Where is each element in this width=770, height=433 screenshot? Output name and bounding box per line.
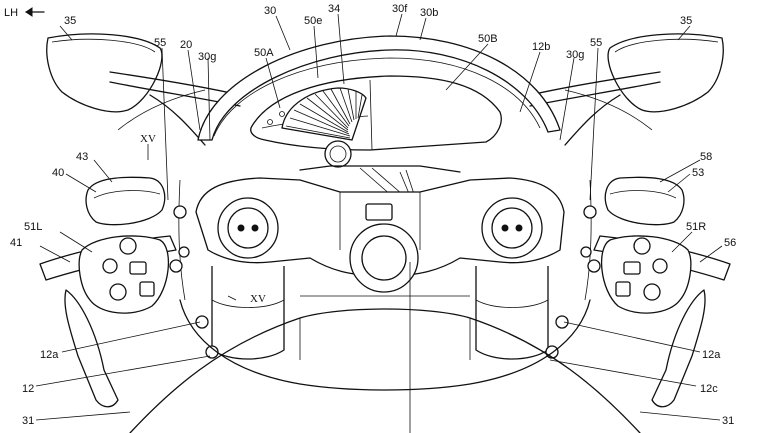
label-grip-left: 41: [10, 237, 22, 249]
steering-lock-slot: [365, 203, 393, 221]
meter-assembly: [250, 75, 502, 168]
label-frame: 20: [180, 39, 192, 51]
right-handlebar: [580, 176, 731, 408]
label-stay-right: 55: [590, 37, 602, 49]
label-cowl-left: 31: [22, 415, 34, 427]
label-reservoir-left: 40: [52, 167, 64, 179]
label-section-xv-upper: XV: [140, 133, 156, 145]
left-handlebar: [39, 176, 190, 408]
label-meter-50a: 50A: [254, 47, 274, 59]
left-brake-reservoir: [85, 176, 166, 226]
left-arrow-icon: [25, 7, 45, 17]
reference-labels: 35 35 30 50e 34 30f 30b 55 20 30g 50A 50…: [10, 3, 736, 427]
fork-tubes: [195, 266, 569, 360]
label-cowl-right: 31: [722, 415, 734, 427]
direction-label: LH: [4, 7, 18, 19]
label-switch-left: 51L: [24, 221, 42, 233]
label-fork-left: 12a: [40, 349, 59, 361]
label-grip-right: 56: [724, 237, 736, 249]
windscreen: [197, 35, 561, 141]
label-bridge-12b: 12b: [532, 41, 550, 53]
tachometer-dial: [281, 87, 367, 141]
label-screen-30g-right: 30g: [566, 49, 584, 61]
meter-knob: [324, 140, 352, 168]
label-meter-50b: 50B: [478, 33, 498, 45]
label-front-fork: 12: [22, 383, 34, 395]
label-fork-right: 12a: [702, 349, 721, 361]
label-bottom-bridge: 12c: [700, 383, 718, 395]
right-brake-reservoir: [604, 176, 685, 226]
label-screen-30g-left: 30g: [198, 51, 216, 63]
left-lever: [64, 289, 119, 408]
label-mirror-left: 35: [64, 15, 76, 27]
label-windscreen: 30: [264, 5, 276, 17]
label-stay-left: 55: [154, 37, 166, 49]
label-reservoir-right: 53: [692, 167, 704, 179]
direction-indicator: LH: [4, 7, 45, 19]
leader-lines: [35, 13, 723, 421]
label-screen-50e: 50e: [304, 15, 322, 27]
right-lever: [651, 289, 706, 408]
lower-cowl: [129, 262, 641, 433]
label-screen-30f: 30f: [392, 3, 408, 15]
label-mirror-right: 35: [680, 15, 692, 27]
label-section-xv-lower: XV: [250, 293, 266, 305]
label-reservoir-lid-right: 58: [700, 151, 712, 163]
label-reservoir-lid-left: 43: [76, 151, 88, 163]
top-bridge: [195, 177, 565, 293]
label-screen-34: 34: [328, 3, 340, 15]
label-screen-30b: 30b: [420, 7, 438, 19]
label-switch-right: 51R: [686, 221, 706, 233]
right-mirror: [564, 33, 724, 146]
